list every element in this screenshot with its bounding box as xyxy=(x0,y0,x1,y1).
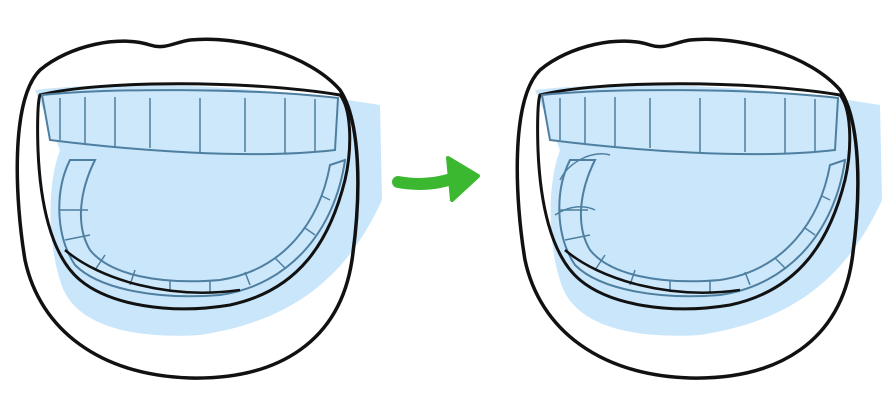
mouth-before xyxy=(15,37,384,380)
mouth-after xyxy=(515,37,884,380)
molar-detail xyxy=(554,153,611,216)
green-arrow-icon xyxy=(392,156,480,202)
